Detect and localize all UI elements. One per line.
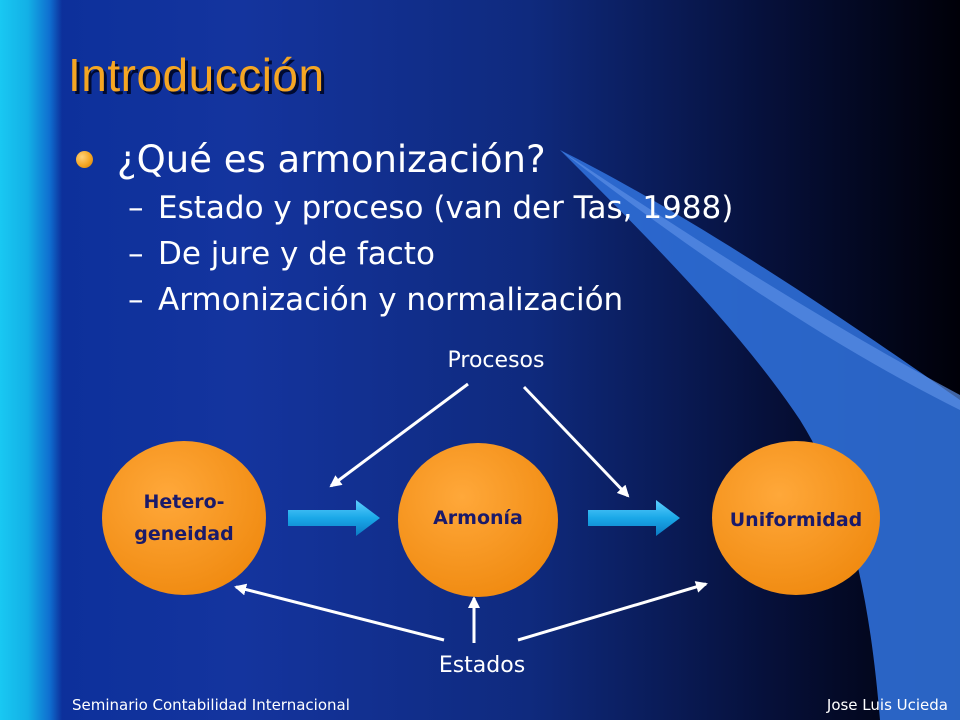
estados-label: Estados (439, 653, 525, 678)
node-uniformidad-label: Uniformidad (730, 509, 863, 531)
estado-arrow-right (517, 581, 708, 642)
footer-left: Seminario Contabilidad Internacional (72, 696, 350, 714)
flow-arrow-right-icon (588, 500, 680, 536)
dash-icon: – (128, 282, 144, 318)
main-bullet: ¿Qué es armonización? (76, 138, 546, 181)
procesos-label: Procesos (448, 348, 545, 373)
node-heterogeneidad-line1: Hetero- (143, 491, 224, 513)
sub-item-text: De jure y de facto (158, 236, 435, 272)
node-uniformidad (712, 441, 880, 595)
node-armonia-label: Armonía (433, 507, 523, 529)
proceso-arrow-right (522, 385, 630, 498)
main-bullet-text: ¿Qué es armonización? (117, 138, 546, 181)
dash-icon: – (128, 190, 144, 226)
sub-item: – Estado y proceso (van der Tas, 1988) (128, 190, 733, 226)
node-heterogeneidad (102, 441, 266, 595)
dash-icon: – (128, 236, 144, 272)
bullet-dot-icon (76, 151, 93, 168)
node-heterogeneidad-line2: geneidad (134, 523, 233, 545)
proceso-arrow-left (329, 382, 469, 488)
sub-item-text: Estado y proceso (van der Tas, 1988) (158, 190, 734, 226)
sub-item: – Armonización y normalización (128, 282, 623, 318)
sub-item-text: Armonización y normalización (158, 282, 624, 318)
accent-bar (0, 0, 62, 720)
estado-arrow-left (234, 583, 445, 642)
sub-item: – De jure y de facto (128, 236, 435, 272)
node-armonia (398, 443, 558, 597)
page-title: Introducción (68, 49, 325, 101)
footer-right: Jose Luis Ucieda (826, 696, 948, 714)
flow-arrow-left-icon (288, 500, 380, 536)
